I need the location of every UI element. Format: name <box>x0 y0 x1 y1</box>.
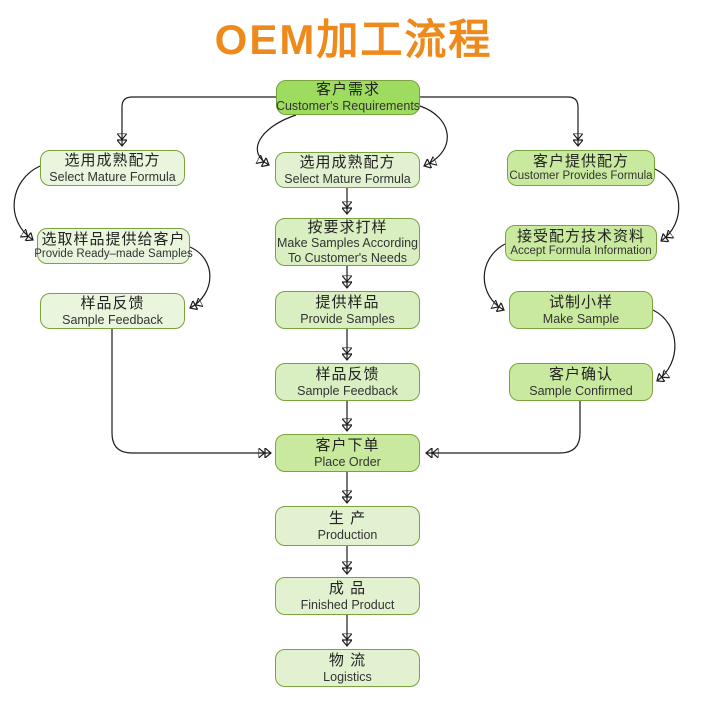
node-finished-product-en: Finished Product <box>300 597 395 612</box>
node-select-mature-formula-mid-zh: 选用成熟配方 <box>299 153 396 171</box>
node-customer-requirements-zh: 客户需求 <box>315 81 380 99</box>
node-finished-product-zh: 成 品 <box>328 579 367 597</box>
arrow-right3-to-right4 <box>652 309 676 381</box>
node-make-sample-en: Make Sample <box>542 311 620 326</box>
node-accept-formula-information-zh: 接受配方技术资料 <box>516 227 645 245</box>
arrow-requirements-to-mid-branch-right <box>419 105 448 166</box>
node-select-mature-formula-mid: 选用成熟配方 Select Mature Formula <box>275 152 420 188</box>
node-sample-confirmed-zh: 客户确认 <box>548 365 613 383</box>
node-provide-ready-made-samples: 选取样品提供给客户 Provide Ready–made Samples <box>34 228 193 264</box>
node-production: 生 产 Production <box>275 506 420 546</box>
node-provide-samples-zh: 提供样品 <box>315 293 380 311</box>
node-sample-feedback-mid: 样品反馈 Sample Feedback <box>275 363 420 401</box>
node-logistics-zh: 物 流 <box>328 651 367 669</box>
node-customer-provides-formula-en: Customer Provides Formula <box>509 170 653 183</box>
node-finished-product: 成 品 Finished Product <box>275 577 420 615</box>
node-customer-provides-formula-zh: 客户提供配方 <box>532 152 629 170</box>
node-provide-ready-made-samples-en: Provide Ready–made Samples <box>34 248 193 261</box>
node-sample-feedback-mid-en: Sample Feedback <box>297 383 398 398</box>
node-accept-formula-information-en: Accept Formula Information <box>510 245 652 258</box>
node-make-samples-according-zh: 按要求打样 <box>307 218 388 236</box>
node-make-sample-zh: 试制小样 <box>548 293 613 311</box>
arrow-right1-to-right2 <box>654 168 680 241</box>
arrow-left1-to-left2 <box>13 165 41 240</box>
node-logistics: 物 流 Logistics <box>275 649 420 687</box>
arrow-requirements-to-left-branch <box>122 96 276 146</box>
node-customer-requirements-en: Customer's Requirements <box>275 99 421 114</box>
node-production-zh: 生 产 <box>328 509 367 527</box>
node-make-samples-according: 按要求打样 Make Samples According To Customer… <box>275 218 420 266</box>
node-place-order-en: Place Order <box>314 454 381 469</box>
node-sample-feedback-left-zh: 样品反馈 <box>80 294 145 312</box>
node-select-mature-formula-left-en: Select Mature Formula <box>49 169 176 184</box>
arrow-left3-to-place-order <box>111 329 271 453</box>
node-place-order-zh: 客户下单 <box>315 436 380 454</box>
node-place-order: 客户下单 Place Order <box>275 434 420 472</box>
node-provide-ready-made-samples-zh: 选取样品提供给客户 <box>41 230 186 248</box>
node-logistics-en: Logistics <box>323 669 372 684</box>
arrow-right4-to-place-order <box>426 401 581 453</box>
node-production-en: Production <box>317 527 378 542</box>
node-sample-confirmed: 客户确认 Sample Confirmed <box>509 363 653 401</box>
node-select-mature-formula-left: 选用成熟配方 Select Mature Formula <box>40 150 185 186</box>
node-provide-samples-en: Provide Samples <box>300 311 395 326</box>
node-make-sample: 试制小样 Make Sample <box>509 291 653 329</box>
arrow-left2-to-left3 <box>190 246 211 308</box>
node-provide-samples: 提供样品 Provide Samples <box>275 291 420 329</box>
node-select-mature-formula-mid-en: Select Mature Formula <box>284 171 411 186</box>
node-customer-provides-formula: 客户提供配方 Customer Provides Formula <box>507 150 655 186</box>
arrow-right2-to-right3 <box>483 243 506 310</box>
node-sample-feedback-mid-zh: 样品反馈 <box>315 365 380 383</box>
node-customer-requirements: 客户需求 Customer's Requirements <box>276 80 420 115</box>
node-make-samples-according-en: Make Samples According To Customer's Nee… <box>276 236 419 265</box>
arrow-requirements-to-right-branch <box>420 96 578 146</box>
node-sample-confirmed-en: Sample Confirmed <box>529 383 633 398</box>
arrow-requirements-to-mid-branch-left <box>257 114 297 165</box>
node-select-mature-formula-left-zh: 选用成熟配方 <box>64 151 161 169</box>
node-accept-formula-information: 接受配方技术资料 Accept Formula Information <box>505 225 657 261</box>
node-sample-feedback-left: 样品反馈 Sample Feedback <box>40 293 185 329</box>
node-sample-feedback-left-en: Sample Feedback <box>62 312 163 327</box>
page-title: OEM加工流程 <box>214 16 493 63</box>
